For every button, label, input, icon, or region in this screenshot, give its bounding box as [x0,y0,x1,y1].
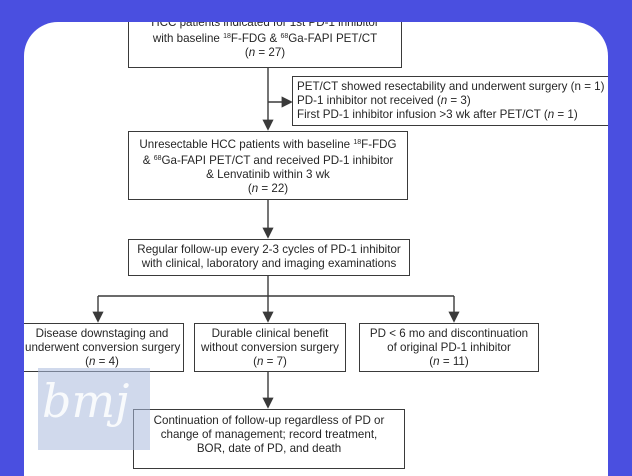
connector-lines [92,68,460,409]
box-downstaging: Disease downstaging and underwent conver… [24,323,184,372]
followup-line2: with clinical, laboratory and imaging ex… [141,257,397,270]
pd-line1: PD < 6 mo and discontinuation [369,327,529,340]
durable-n: (n = 7) [253,355,287,368]
box-exclusion: PET/CT showed resectability and underwen… [292,76,608,126]
box-top-cohort: HCC patients indicated for 1st PD-1 inhi… [128,22,402,68]
unresectable-line3: & Lenvatinib within 3 wk [206,168,330,181]
unresectable-line2: & 68Ga-FAPI PET/CT and received PD-1 inh… [142,154,394,167]
top-n: (n = 27) [244,46,286,59]
box-followup: Regular follow-up every 2-3 cycles of PD… [128,239,410,276]
box-pd: PD < 6 mo and discontinuation of origina… [359,323,539,372]
unresectable-line1: Unresectable HCC patients with baseline … [139,138,397,151]
top-line2: with baseline 18F-FDG & 68Ga-FAPI PET/CT [152,32,378,45]
downstaging-n: (n = 4) [85,355,119,368]
pd-line2: of original PD-1 inhibitor [387,341,511,354]
unresectable-n: (n = 22) [247,182,289,195]
box-unresectable: Unresectable HCC patients with baseline … [128,131,408,200]
bmj-watermark: bmj [38,368,150,450]
box-continuation: Continuation of follow-up regardless of … [133,409,405,469]
box-durable: Durable clinical benefit without convers… [194,323,346,372]
top-line1: HCC patients indicated for 1st PD-1 inhi… [151,22,379,29]
continuation-line2: change of management; record treatment, [160,428,378,441]
exclusion-line2: PD-1 inhibitor not received (n = 3) [297,94,471,107]
flowchart: HCC patients indicated for 1st PD-1 inhi… [24,22,608,476]
durable-line2: without conversion surgery [201,341,339,354]
exclusion-line1: PET/CT showed resectability and underwen… [297,80,605,93]
exclusion-line3: First PD-1 inhibitor infusion >3 wk afte… [297,108,578,121]
durable-line1: Durable clinical benefit [211,327,329,340]
downstaging-line1: Disease downstaging and [35,327,169,340]
figure-frame: HCC patients indicated for 1st PD-1 inhi… [24,22,608,476]
pd-n: (n = 11) [429,355,469,368]
followup-line1: Regular follow-up every 2-3 cycles of PD… [137,243,401,256]
continuation-line3: BOR, date of PD, and death [196,442,342,455]
continuation-line1: Continuation of follow-up regardless of … [153,414,385,427]
downstaging-line2: underwent conversion surgery [25,341,181,354]
bmj-watermark-text: bmj [42,374,130,428]
